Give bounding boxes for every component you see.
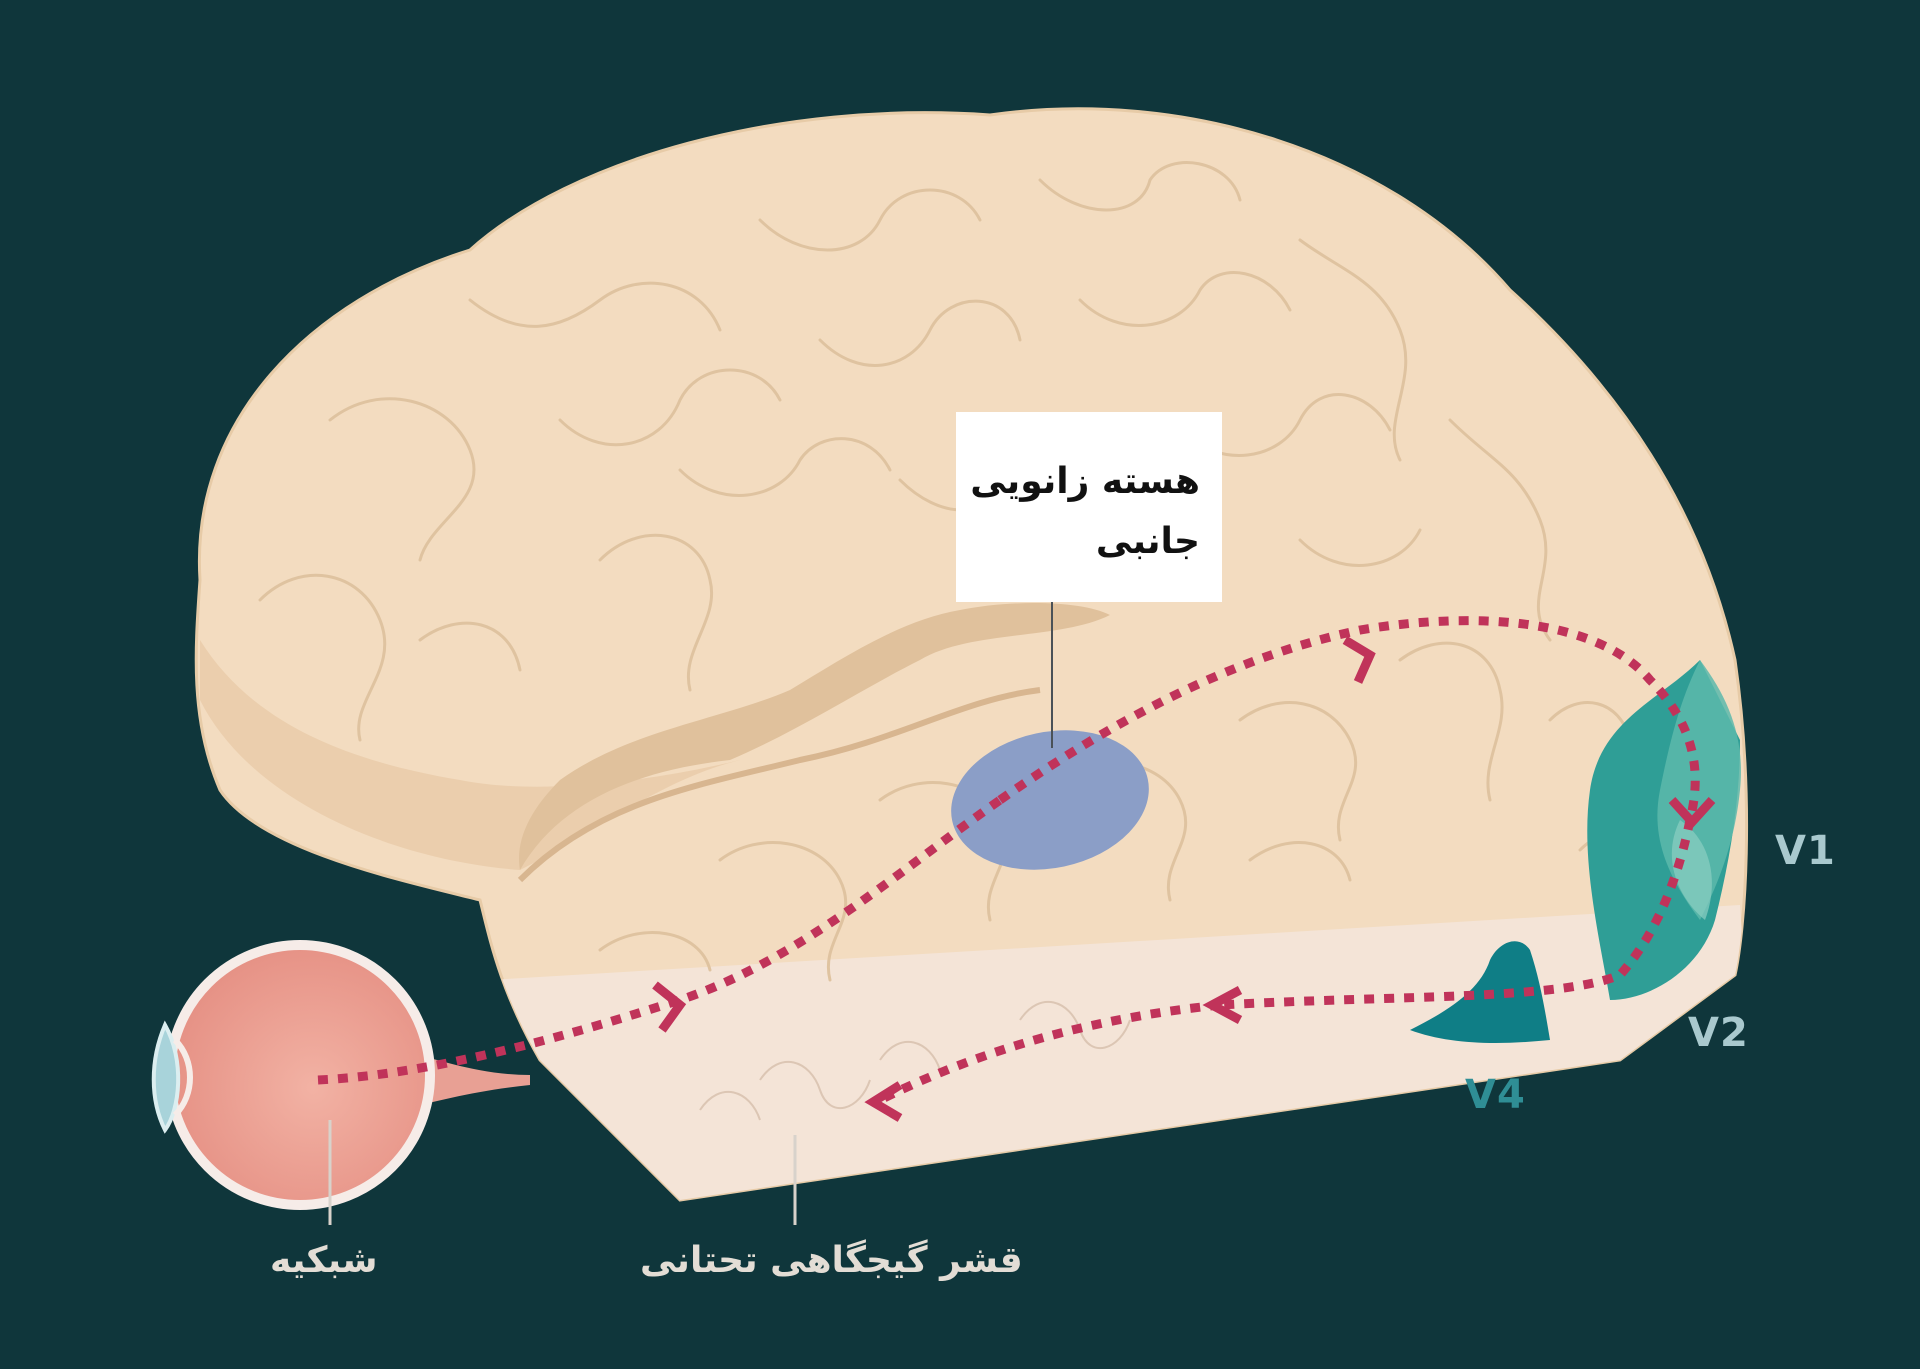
lateral-sulcus [519, 603, 1110, 870]
pathway-arrowheads [652, 636, 1716, 1122]
retina-label: شبکیه [270, 1240, 378, 1281]
frontal-shadow [200, 640, 740, 870]
pathway-v1-to-v4 [1219, 819, 1695, 1010]
arrowhead-1 [652, 981, 687, 1033]
inferior-temporal-cortex-label: قشر گیجگاهی تحتانی [640, 1240, 1023, 1281]
lateral-geniculate-nucleus [951, 730, 1149, 870]
v2-label: V2 [1688, 1010, 1749, 1056]
pathway-v4-to-itc [877, 1000, 1221, 1105]
arrowhead-5 [864, 1081, 903, 1122]
lgn-label-box: هسته زانویی جانبی [956, 412, 1222, 602]
eyeball [165, 940, 435, 1210]
v4-region [1410, 941, 1550, 1043]
visual-pathway [317, 616, 1700, 1105]
arrowhead-4 [1202, 986, 1243, 1024]
brain-outline [194, 107, 1749, 1202]
v1-label: V1 [1775, 828, 1836, 874]
v4-label: V4 [1465, 1072, 1526, 1118]
lgn-label-line1: هسته زانویی [970, 461, 1200, 502]
pathway-lgn-to-v1 [997, 616, 1700, 822]
cornea [151, 1020, 181, 1134]
lens [172, 1037, 193, 1118]
pathway-eye-to-lgn [317, 796, 1003, 1085]
arrowhead-2 [1342, 636, 1376, 684]
lgn-label-line2: جانبی [1095, 521, 1200, 562]
eye [151, 940, 530, 1210]
arrowhead-3 [1668, 796, 1716, 829]
